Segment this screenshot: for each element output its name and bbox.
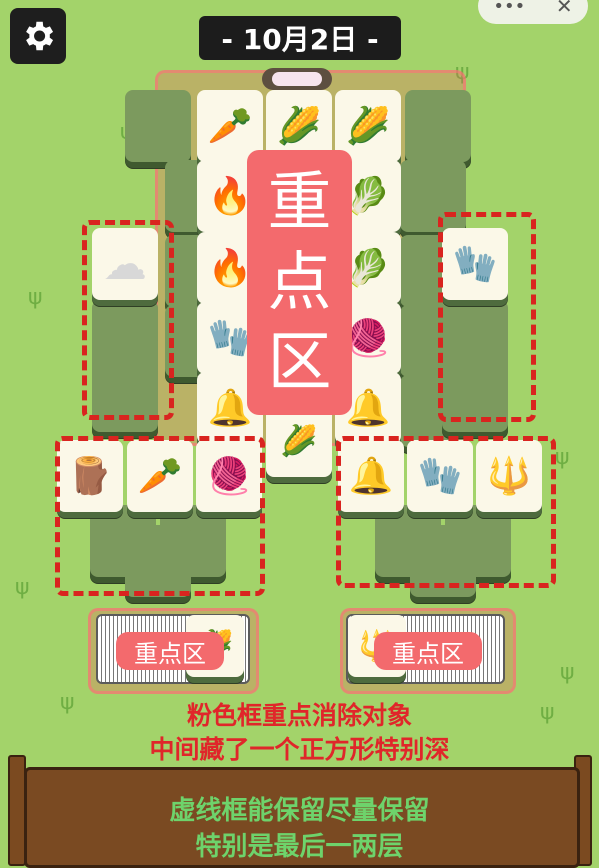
tile-bell[interactable]: 🔔 xyxy=(338,440,404,512)
cabbage-icon: 🥬 xyxy=(345,248,391,289)
stack-left-badge: 重点区 xyxy=(116,632,224,670)
keep-zone-right-column xyxy=(438,212,536,422)
board-tile-dim xyxy=(405,90,471,162)
board-tile-dim xyxy=(92,360,158,432)
glove-icon: 🧤 xyxy=(452,244,498,285)
note-green-line1: 虚线框能保留尽量保留 xyxy=(169,796,430,826)
note-green-line2: 特别是最后一两层 xyxy=(195,832,404,862)
keep-zone-bottom-right xyxy=(336,436,556,588)
stack-right-badge: 重点区 xyxy=(374,632,482,670)
note-pink-line1: 粉色框重点消除对象 xyxy=(186,701,412,730)
gear-icon xyxy=(26,21,54,51)
focus-zone-label: 重 点 区 xyxy=(267,165,332,400)
grass-decoration: ψ xyxy=(15,575,30,600)
stack-left-label: 重点区 xyxy=(134,639,206,668)
settings-button[interactable] xyxy=(10,8,66,64)
tile-yarn[interactable]: 🧶 xyxy=(196,440,262,512)
focus-zone-badge: 重 点 区 xyxy=(247,150,352,415)
tile-carrot[interactable]: 🥕 xyxy=(197,90,263,162)
cabbage-icon: 🥬 xyxy=(345,176,391,217)
tile-corn-partial[interactable]: 🌽 xyxy=(266,405,332,477)
grass-decoration: ψ xyxy=(540,700,555,725)
close-icon[interactable]: ✕ xyxy=(555,0,573,18)
date-label: - 10月2日 - xyxy=(221,23,379,56)
tile-carrot[interactable]: 🥕 xyxy=(127,440,193,512)
tile-corn[interactable]: 🌽 xyxy=(266,90,332,162)
cotton-icon: ☁ xyxy=(103,238,147,290)
note-pink-line2: 中间藏了一个正方形特别深 xyxy=(149,735,450,764)
tile-glove[interactable]: 🧤 xyxy=(442,228,508,300)
top-right-controls: ••• ✕ xyxy=(478,0,588,24)
corn-icon: 🌽 xyxy=(280,423,318,459)
campfire-icon: 🔥 xyxy=(207,248,253,289)
grass-decoration: ψ xyxy=(560,660,575,685)
board-tile-dim xyxy=(125,90,191,162)
yarn-icon: 🧶 xyxy=(345,318,391,359)
glove-icon: 🧤 xyxy=(417,456,463,497)
carrot-icon: 🥕 xyxy=(137,456,183,497)
stack-right-label: 重点区 xyxy=(392,639,464,668)
grass-decoration: ψ xyxy=(555,445,570,470)
carrot-icon: 🥕 xyxy=(207,106,253,147)
tile-glove[interactable]: 🧤 xyxy=(407,440,473,512)
keep-zone-left-column xyxy=(82,220,174,420)
tile-cotton[interactable]: ☁ xyxy=(92,228,158,300)
tile-corn[interactable]: 🌽 xyxy=(335,90,401,162)
corn-icon: 🌽 xyxy=(276,106,322,147)
date-banner: - 10月2日 - xyxy=(199,16,401,60)
yarn-icon: 🧶 xyxy=(206,456,252,497)
tile-stump[interactable]: 🪵 xyxy=(57,440,123,512)
campfire-icon: 🔥 xyxy=(207,176,253,217)
more-icon[interactable]: ••• xyxy=(493,0,526,17)
glove-icon: 🧤 xyxy=(207,318,253,359)
board-tile-dim xyxy=(400,160,466,232)
board-tile-dim xyxy=(125,525,191,597)
bell-icon: 🔔 xyxy=(207,388,253,429)
tile-pitchfork[interactable]: 🔱 xyxy=(476,440,542,512)
keep-zone-bottom-left xyxy=(55,436,265,596)
grass-decoration: ψ xyxy=(60,690,75,715)
stump-icon: 🪵 xyxy=(67,456,113,497)
tile-bell[interactable]: 🔔 xyxy=(335,372,401,444)
bell-icon: 🔔 xyxy=(348,456,394,497)
pitchfork-icon: 🔱 xyxy=(486,456,532,497)
top-pill-inner xyxy=(272,72,322,86)
grass-decoration: ψ xyxy=(28,285,43,310)
corn-icon: 🌽 xyxy=(345,106,391,147)
bell-icon: 🔔 xyxy=(345,388,391,429)
